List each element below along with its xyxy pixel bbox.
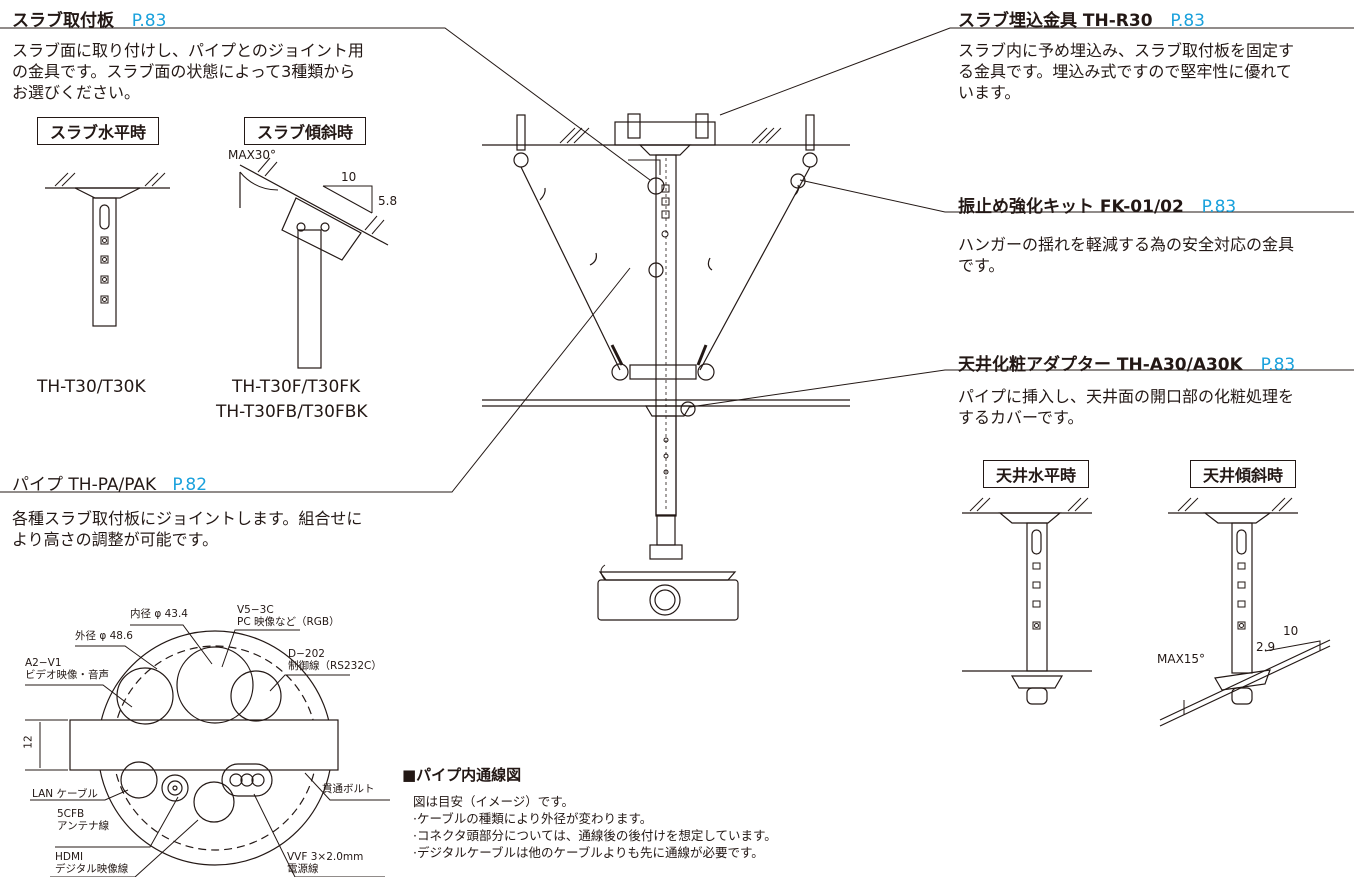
ceiling-slope-drawing <box>1159 497 1331 727</box>
embed-title: スラブ埋込金具 TH-R30 P.83 <box>958 6 1205 31</box>
ceiling-flat-label: 天井水平時 <box>983 460 1090 488</box>
thickness-label: 12 <box>22 735 35 749</box>
adapter-line-2: するカバーです。 <box>958 408 1084 427</box>
embed-line-3: います。 <box>958 83 1021 102</box>
sway-line-1: ハンガーの揺れを軽減する為の安全対応の金具 <box>958 235 1295 254</box>
sway-line-2: です。 <box>958 256 1005 275</box>
adapter-page-link[interactable]: P.83 <box>1260 355 1296 375</box>
pipe-section-drawing <box>25 624 390 877</box>
wiring-note-3: ·コネクタ頭部分については、通線後の後付けを想定しています。 <box>413 828 777 843</box>
wiring-notes: 図は目安（イメージ）です。 ·ケーブルの種類により外径が変わります。 ·コネクタ… <box>413 793 777 861</box>
ceiling-max-angle: MAX15° <box>1157 652 1206 666</box>
embed-description: スラブ内に予め埋込み、スラブ取付板を固定す る金具です。埋込み式ですので堅牢性に… <box>958 40 1294 103</box>
sway-description: ハンガーの揺れを軽減する為の安全対応の金具 です。 <box>958 234 1294 276</box>
embed-line-1: スラブ内に予め埋込み、スラブ取付板を固定す <box>958 41 1295 60</box>
slab-plate-line-1: スラブ面に取り付けし、パイプとのジョイント用 <box>12 41 364 60</box>
model-th-t30f: TH-T30F/T30FK <box>232 377 361 397</box>
5cfb-label: 5CFB アンテナ線 <box>57 808 109 832</box>
adapter-line-1: パイプに挿入し、天井面の開口部の化粧処理を <box>958 387 1295 406</box>
pipe-line-1: 各種スラブ取付板にジョイントします。組合せに <box>12 509 363 528</box>
embed-page-link[interactable]: P.83 <box>1170 11 1205 31</box>
wiring-note-2: ·ケーブルの種類により外径が変わります。 <box>413 811 653 826</box>
sway-page-link[interactable]: P.83 <box>1201 197 1237 217</box>
ceiling-slope-rise: 2.9 <box>1256 640 1276 654</box>
bolt-label: 貫通ボルト <box>322 783 375 795</box>
a2-v1-desc: ビデオ映像・音声 <box>25 669 109 681</box>
sway-title: 振止め強化キット FK-01/02 P.83 <box>958 192 1236 217</box>
inner-diameter-label: 内径 φ 43.4 <box>130 608 188 620</box>
ceiling-slope-run: 10 <box>1283 624 1299 638</box>
wiring-title: ■パイプ内通線図 <box>402 766 522 784</box>
d-202-name: D−202 <box>288 648 325 660</box>
vvf-label: VVF 3×2.0mm 電源線 <box>287 851 363 875</box>
d-202-desc: 制御線（RS232C） <box>288 660 382 672</box>
slab-plate-name: スラブ取付板 <box>12 11 114 31</box>
hdmi-label: HDMI デジタル映像線 <box>55 851 128 875</box>
pipe-page-link[interactable]: P.82 <box>172 475 208 495</box>
embed-name: スラブ埋込金具 TH-R30 <box>958 11 1153 31</box>
lan-cable-label: LAN ケーブル <box>32 788 98 800</box>
v5-3c-label: V5−3C PC 映像など（RGB） <box>237 604 340 628</box>
sway-name: 振止め強化キット FK-01/02 <box>958 197 1184 217</box>
embed-line-2: る金具です。埋込み式ですので堅牢性に優れて <box>958 62 1292 81</box>
pipe-description: 各種スラブ取付板にジョイントします。組合せに より高さの調整が可能です。 <box>12 508 362 550</box>
v5-3c-name: V5−3C <box>237 604 274 616</box>
vvf-name: VVF 3×2.0mm <box>287 851 364 863</box>
adapter-name: 天井化粧アダプター TH-A30/A30K <box>958 355 1243 375</box>
ceiling-flat-drawing <box>962 497 1092 705</box>
main-hanger-drawing <box>482 113 850 621</box>
slab-plate-description: スラブ面に取り付けし、パイプとのジョイント用 の金具です。スラブ面の状態によって… <box>12 40 364 103</box>
wiring-note-4: ·デジタルケーブルは他のケーブルよりも先に通線が必要です。 <box>413 845 764 860</box>
ceiling-slope-label: 天井傾斜時 <box>1190 460 1297 488</box>
5cfb-desc: アンテナ線 <box>57 820 110 832</box>
5cfb-name: 5CFB <box>57 808 85 820</box>
vvf-desc: 電源線 <box>287 863 319 875</box>
slab-slope-label: スラブ傾斜時 <box>244 117 367 145</box>
slab-max-angle: MAX30° <box>228 148 277 162</box>
model-th-t30: TH-T30/T30K <box>37 377 146 397</box>
slab-plate-title: スラブ取付板 P.83 <box>12 6 166 31</box>
d-202-label: D−202 制御線（RS232C） <box>288 648 382 672</box>
v5-3c-desc: PC 映像など（RGB） <box>237 616 340 628</box>
adapter-description: パイプに挿入し、天井面の開口部の化粧処理を するカバーです。 <box>958 386 1294 428</box>
adapter-title: 天井化粧アダプター TH-A30/A30K P.83 <box>958 350 1295 375</box>
pipe-line-2: より高さの調整が可能です。 <box>12 530 219 549</box>
wiring-note-1: 図は目安（イメージ）です。 <box>413 794 575 809</box>
outer-diameter-label: 外径 φ 48.6 <box>75 630 133 642</box>
pipe-title: パイプ TH-PA/PAK P.82 <box>12 470 207 495</box>
slab-plate-line-3: お選びください。 <box>12 83 141 102</box>
hdmi-desc: デジタル映像線 <box>55 863 129 875</box>
slab-slope-drawing <box>239 157 389 369</box>
a2-v1-name: A2−V1 <box>25 657 62 669</box>
hdmi-name: HDMI <box>55 851 84 863</box>
slab-plate-page-link[interactable]: P.83 <box>131 11 167 31</box>
model-th-t30fb: TH-T30FB/T30FBK <box>216 402 368 422</box>
slab-flat-label: スラブ水平時 <box>37 117 160 145</box>
slab-flat-drawing <box>45 172 170 327</box>
a2-v1-label: A2−V1 ビデオ映像・音声 <box>25 657 109 681</box>
slab-plate-line-2: の金具です。スラブ面の状態によって3種類から <box>12 62 356 81</box>
slab-slope-run: 10 <box>341 170 357 184</box>
pipe-name: パイプ TH-PA/PAK <box>12 475 157 495</box>
leader-lines <box>0 27 1354 493</box>
slab-slope-rise: 5.8 <box>378 194 398 208</box>
